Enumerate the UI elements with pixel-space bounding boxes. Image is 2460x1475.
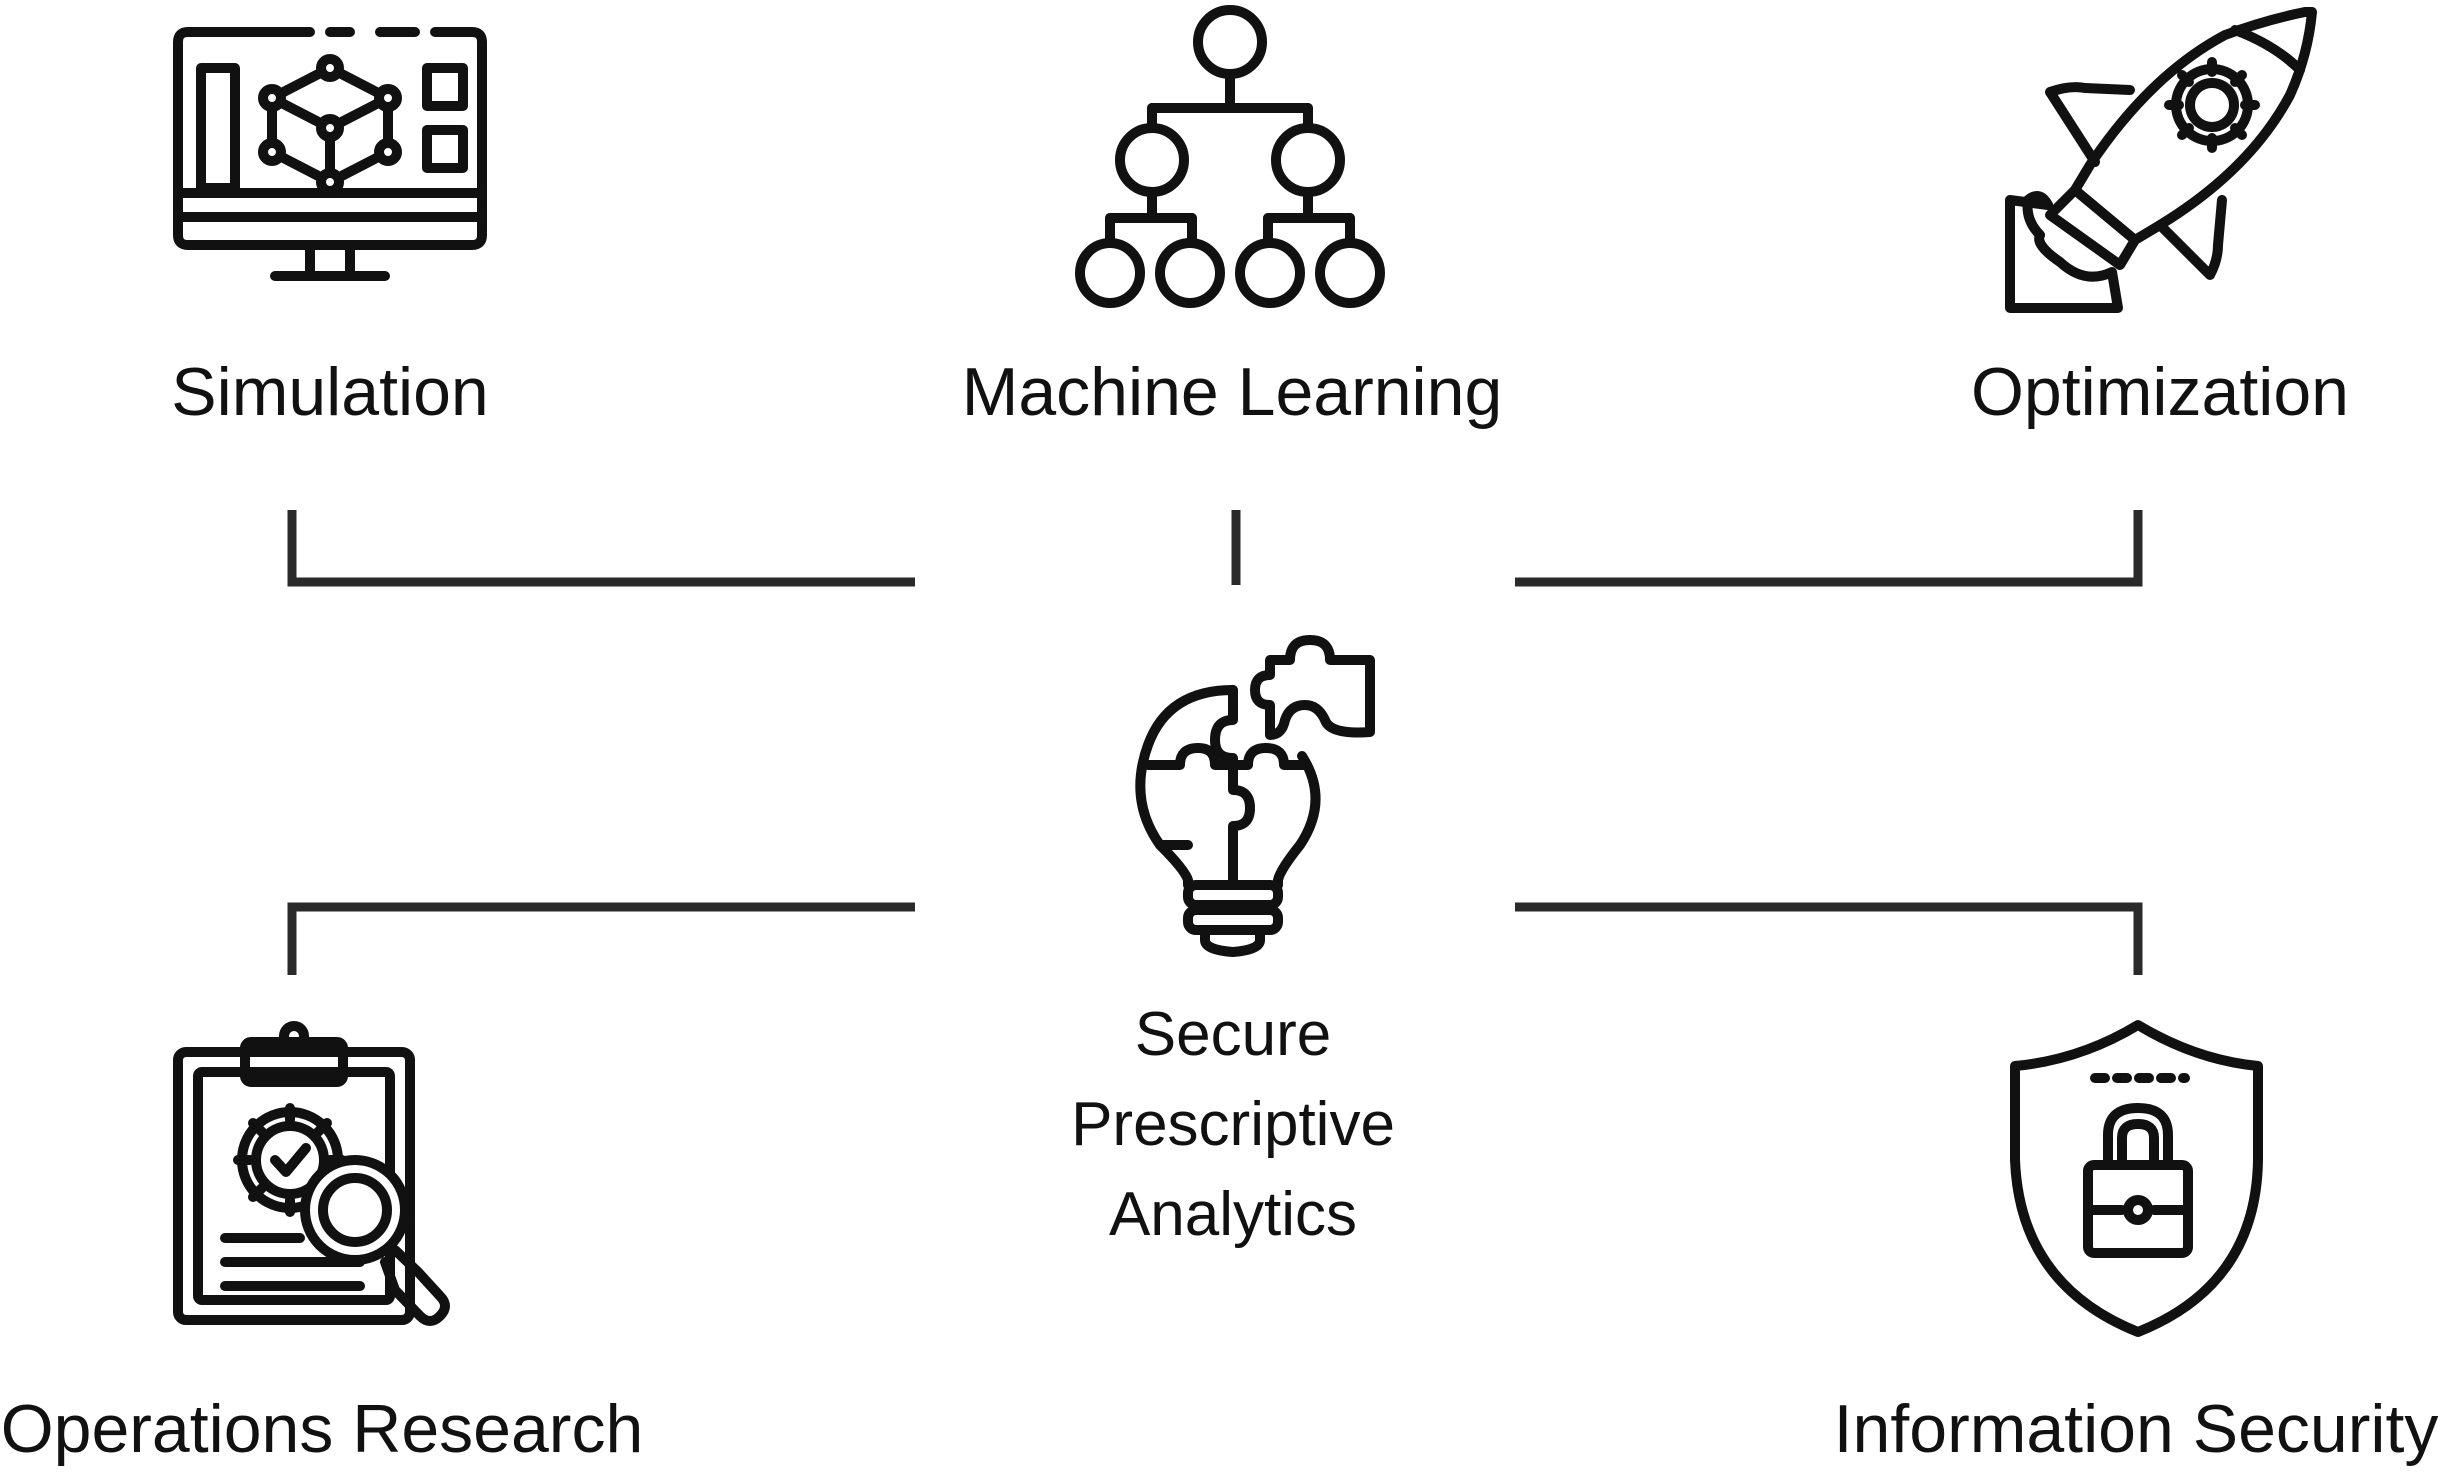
node-label-information-security: Information Security	[1833, 1391, 2439, 1467]
connector-operations-research	[287, 902, 915, 975]
node-label-machine-learning: Machine Learning	[961, 354, 1503, 430]
center-title-line-3: Analytics	[1108, 1180, 1358, 1249]
node-label-operations-research: Operations Research	[0, 1391, 644, 1467]
hierarchy-tree-icon	[1075, 5, 1385, 308]
connector-information-security	[1515, 902, 2143, 975]
center-title-line-1: Secure	[1134, 1000, 1332, 1069]
node-label-simulation: Simulation	[171, 354, 489, 430]
node-label-optimization: Optimization	[1971, 354, 2349, 430]
monitor-cube-icon	[173, 27, 487, 281]
shield-lock-icon	[2010, 1020, 2263, 1337]
rocket-gear-icon	[2005, 7, 2317, 313]
connector-simulation	[287, 510, 915, 587]
center-title: Secure Prescriptive Analytics	[1071, 990, 1395, 1260]
center-title-line-2: Prescriptive	[1071, 1090, 1395, 1159]
lightbulb-puzzle-icon	[1135, 635, 1375, 957]
clipboard-gear-magnifier-icon	[173, 1021, 450, 1326]
connectors	[287, 510, 2143, 975]
connector-optimization	[1515, 510, 2143, 587]
